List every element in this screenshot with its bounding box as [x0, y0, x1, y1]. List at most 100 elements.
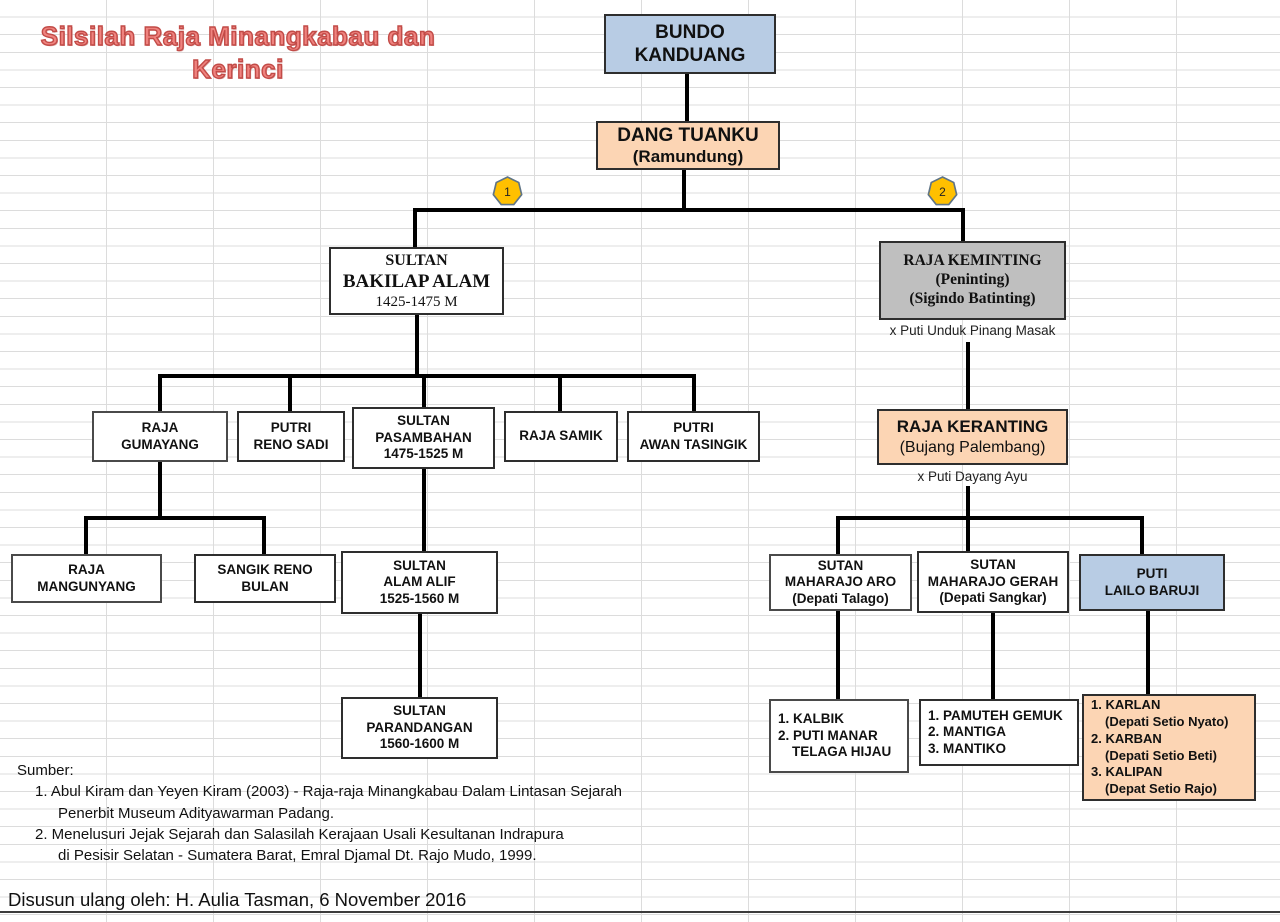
connector: [558, 374, 562, 412]
connector: [1146, 610, 1150, 695]
node-sutan-maharajo-aro: SUTAN MAHARAJO ARO (Depati Talago): [769, 554, 912, 611]
node-text: 1475-1525 M: [383, 446, 464, 462]
connector: [413, 208, 965, 212]
node-text: SANGIK RENO: [217, 562, 313, 578]
node-text: (Depati Setio Nyato): [1105, 713, 1229, 729]
connector: [966, 342, 970, 410]
heptagon-icon: [492, 176, 523, 206]
connector: [158, 374, 162, 412]
credit-line: Disusun ulang oleh: H. Aulia Tasman, 6 N…: [8, 889, 467, 910]
node-text: 1560-1600 M: [379, 736, 460, 752]
node-puti-lailo-baruji: PUTI LAILO BARUJI: [1079, 554, 1225, 611]
source-2-line-1: 2. Menelusuri Jejak Sejarah dan Salasila…: [35, 826, 564, 843]
connector: [415, 314, 419, 376]
node-text: PUTRI: [270, 420, 312, 436]
source-2-line-2: di Pesisir Selatan - Sumatera Barat, Emr…: [58, 847, 537, 864]
node-text: BUNDO: [655, 21, 725, 43]
node-text: SULTAN: [397, 413, 450, 429]
node-text: PUTI: [1136, 566, 1168, 582]
source-1-line-1: 1. Abul Kiram dan Yeyen Kiram (2003) - R…: [35, 783, 622, 800]
connector: [288, 374, 292, 412]
branch-badge-2-number: 2: [939, 184, 946, 199]
node-text: SUTAN: [817, 557, 864, 573]
node-text: RAJA KERANTING: [896, 416, 1049, 436]
node-bundo-kanduang: BUNDO KANDUANG: [604, 14, 776, 74]
node-text: SULTAN: [393, 703, 446, 719]
node-text: (Depati Setio Beti): [1105, 747, 1217, 763]
node-putri-reno-sadi: PUTRI RENO SADI: [237, 411, 345, 462]
connector: [682, 170, 686, 212]
node-text: PUTRI: [673, 420, 714, 436]
node-raja-mangunyang: RAJA MANGUNYANG: [11, 554, 162, 603]
node-text: 1. PAMUTEH GEMUK: [928, 707, 1063, 723]
node-text: GUMAYANG: [121, 436, 199, 452]
node-text: SULTAN: [385, 251, 448, 269]
connector: [84, 516, 266, 520]
spouse-label-keminting: x Puti Unduk Pinang Masak: [889, 323, 1056, 338]
node-text: 2. MANTIGA: [928, 724, 1007, 740]
connector: [1140, 516, 1144, 555]
node-text: RENO SADI: [253, 436, 329, 452]
node-text: (Depati Talago): [792, 590, 889, 606]
connector: [422, 374, 426, 408]
node-sultan-pasambahan: SULTAN PASAMBAHAN 1475-1525 M: [352, 407, 495, 469]
node-raja-samik: RAJA SAMIK: [504, 411, 618, 462]
node-text: ALAM ALIF: [383, 574, 456, 590]
connector: [836, 610, 840, 700]
node-pamuteh-children: 1. PAMUTEH GEMUK 2. MANTIGA 3. MANTIKO: [919, 699, 1079, 766]
node-text: 2. KARBAN: [1091, 730, 1162, 746]
node-karlan-children: 1. KARLAN (Depati Setio Nyato) 2. KARBAN…: [1082, 694, 1256, 801]
node-sultan-alam-alif: SULTAN ALAM ALIF 1525-1560 M: [341, 551, 498, 614]
node-sutan-maharajo-gerah: SUTAN MAHARAJO GERAH (Depati Sangkar): [917, 551, 1069, 613]
node-sangik-reno-bulan: SANGIK RENO BULAN: [194, 554, 336, 603]
node-text: 1525-1560 M: [379, 590, 460, 606]
connector: [422, 468, 426, 552]
node-text: PASAMBAHAN: [375, 429, 472, 445]
node-sultan-bakilap-alam: SULTAN BAKILAP ALAM 1425-1475 M: [329, 247, 504, 315]
branch-badge-1-number: 1: [504, 184, 511, 199]
branch-badge-1: 1: [492, 176, 523, 207]
connector: [158, 461, 162, 520]
node-text: MAHARAJO GERAH: [927, 573, 1059, 589]
node-text: (Sigindo Batinting): [909, 289, 1036, 307]
branch-badge-2: 2: [927, 176, 958, 207]
node-text: SUTAN: [970, 557, 1016, 573]
connector: [262, 516, 266, 555]
node-text: TELAGA HIJAU: [792, 744, 892, 760]
chart-title: Silsilah Raja Minangkabau dan Kerinci: [38, 20, 438, 85]
connector: [991, 612, 995, 700]
node-raja-keranting: RAJA KERANTING (Bujang Palembang): [877, 409, 1068, 465]
node-text: BULAN: [241, 578, 289, 594]
chart-title-line2: dan Kerinci: [191, 20, 436, 84]
node-text: (Bujang Palembang): [899, 438, 1046, 456]
sources-label: Sumber:: [17, 762, 74, 779]
node-raja-gumayang: RAJA GUMAYANG: [92, 411, 228, 462]
node-text: DANG TUANKU: [617, 124, 759, 146]
node-text: BAKILAP ALAM: [342, 271, 491, 293]
source-1-line-2: Penerbit Museum Adityawarman Padang.: [58, 805, 334, 822]
node-text: SULTAN: [393, 557, 446, 573]
node-text: (Ramundung): [632, 146, 744, 166]
connector: [413, 208, 417, 248]
node-text: 3. KALIPAN: [1091, 764, 1163, 780]
chart-title-line1: Silsilah Raja Minangkabau: [40, 20, 380, 51]
node-text: 1. KARLAN: [1091, 696, 1161, 712]
spouse-label-keranting: x Puti Dayang Ayu: [917, 469, 1028, 484]
node-text: 1. KALBIK: [778, 711, 845, 727]
node-text: KANDUANG: [634, 45, 746, 66]
node-text: RAJA: [141, 420, 179, 436]
node-text: PARANDANGAN: [366, 719, 473, 735]
node-putri-awan-tasingik: PUTRI AWAN TASINGIK: [627, 411, 760, 462]
bottom-rule: [0, 911, 1280, 913]
node-text: LAILO BARUJI: [1104, 582, 1200, 598]
node-text: RAJA: [68, 562, 105, 578]
node-text: 3. MANTIKO: [928, 740, 1007, 756]
node-raja-keminting: RAJA KEMINTING (Peninting) (Sigindo Bati…: [879, 241, 1066, 320]
node-text: (Depat Setio Rajo): [1105, 781, 1217, 797]
node-sultan-parandangan: SULTAN PARANDANGAN 1560-1600 M: [341, 697, 498, 759]
node-text: RAJA SAMIK: [519, 428, 603, 444]
connector: [418, 613, 422, 698]
connector: [836, 516, 840, 555]
node-text: AWAN TASINGIK: [639, 436, 748, 452]
